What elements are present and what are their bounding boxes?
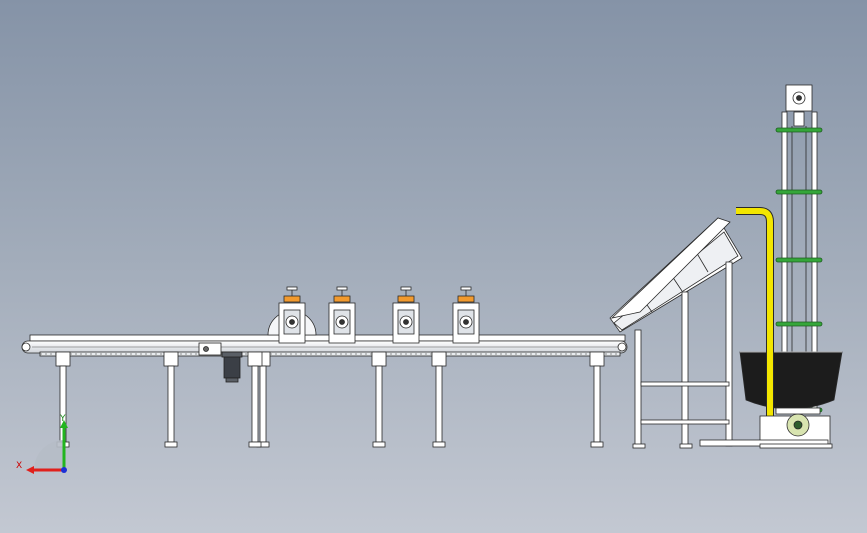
head-pulley — [21, 342, 31, 352]
elevator-ring — [775, 321, 823, 327]
elevator-ring — [775, 189, 823, 195]
support-leg — [371, 351, 387, 448]
roller-unit — [328, 286, 356, 344]
support-leg — [247, 351, 263, 448]
inclined-conveyor — [609, 217, 743, 449]
incline-leg-1 — [634, 329, 642, 447]
support-leg — [589, 351, 605, 448]
incline-hood — [610, 217, 731, 319]
hopper-bowl — [739, 351, 843, 410]
roller-unit — [267, 286, 317, 344]
motor-icon — [198, 342, 243, 383]
bucket-elevator — [699, 84, 843, 449]
z-axis-dot — [61, 467, 67, 473]
roller-unit — [452, 286, 480, 344]
y-axis-label: Y — [59, 414, 66, 424]
elevator-ring — [775, 127, 823, 133]
support-leg — [163, 351, 179, 448]
roller-units — [267, 286, 480, 344]
incline-leg-3 — [725, 261, 733, 447]
elevator-ring — [775, 257, 823, 263]
belt-support-legs — [55, 351, 605, 448]
belt-top-rail — [29, 334, 626, 342]
roller-unit — [392, 286, 420, 344]
support-leg — [431, 351, 447, 448]
belt-conveyor — [21, 334, 628, 357]
tail-pulley — [617, 342, 627, 352]
coordinate-triad: X Y — [16, 414, 68, 474]
x-axis-label: X — [16, 461, 22, 471]
